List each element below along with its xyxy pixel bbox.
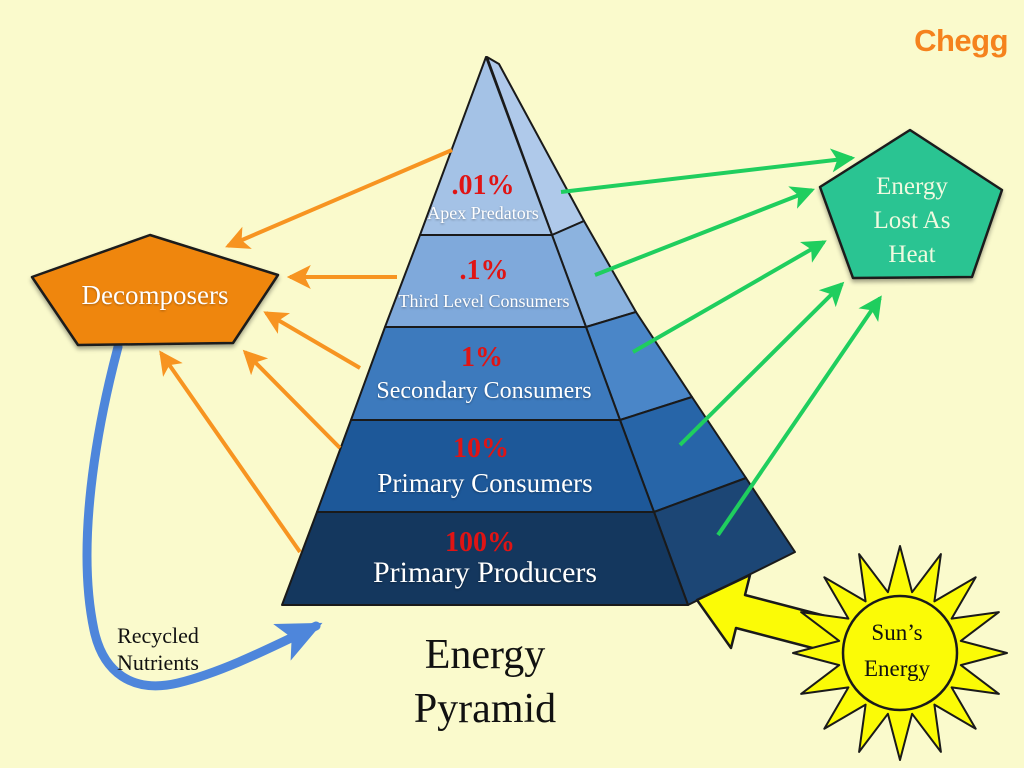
level-5-percent: 100% bbox=[445, 527, 515, 558]
heat-label-line1: Energy bbox=[876, 173, 948, 200]
heat-label-line2: Lost As bbox=[873, 207, 950, 234]
level-4-percent: 10% bbox=[453, 433, 509, 464]
recycled-line1: Recycled bbox=[117, 623, 199, 648]
level-4-label: Primary Consumers bbox=[377, 468, 592, 498]
decomposers-pentagon: Decomposers bbox=[30, 233, 280, 347]
diagram-title: Energy Pyramid bbox=[414, 632, 556, 732]
recycled-nutrients-caption: Recycled Nutrients bbox=[117, 623, 199, 675]
orange-arrow-level4 bbox=[242, 349, 342, 450]
heat-arrows bbox=[560, 148, 882, 537]
green-arrow-level4 bbox=[678, 281, 845, 447]
orange-arrow-level5 bbox=[159, 350, 302, 554]
sun-label-line2: Energy bbox=[864, 656, 931, 681]
green-arrow-level2 bbox=[594, 186, 815, 277]
level-2-percent: .1% bbox=[460, 255, 509, 286]
level-2-label: Third Level Consumers bbox=[399, 291, 570, 311]
title-line2: Pyramid bbox=[414, 686, 556, 732]
recycled-line2: Nutrients bbox=[117, 650, 199, 675]
recycled-nutrients-arrow bbox=[82, 342, 323, 691]
green-arrow-level3 bbox=[632, 240, 827, 354]
title-line1: Energy bbox=[425, 632, 546, 678]
orange-arrow-level1 bbox=[225, 148, 453, 249]
level-1-percent: .01% bbox=[452, 170, 515, 201]
chegg-logo: Chegg bbox=[914, 23, 1008, 58]
pyramid-front-faces bbox=[281, 56, 689, 606]
sun-disc bbox=[841, 594, 959, 712]
orange-arrow-level3 bbox=[263, 311, 362, 370]
level-3-label: Secondary Consumers bbox=[376, 378, 591, 404]
pyramid-side-faces bbox=[486, 56, 796, 606]
pyramid-labels: .01% Apex Predators .1% Third Level Cons… bbox=[373, 170, 597, 589]
sun-label-line1: Sun’s bbox=[871, 620, 922, 645]
decomposer-arrows bbox=[159, 148, 453, 554]
pyramid-level-3-front bbox=[350, 326, 621, 421]
level-3-percent: 1% bbox=[461, 342, 503, 373]
green-arrow-level1 bbox=[560, 148, 856, 194]
green-arrow-level5 bbox=[716, 295, 882, 537]
heat-label-line3: Heat bbox=[888, 241, 935, 268]
pyramid-level-5-front bbox=[281, 511, 689, 606]
level-5-label: Primary Producers bbox=[373, 556, 597, 589]
level-1-label: Apex Predators bbox=[427, 203, 538, 223]
suns-energy: Sun’s Energy bbox=[695, 545, 1008, 761]
decomposers-label: Decomposers bbox=[82, 280, 229, 310]
heat-shape bbox=[818, 128, 1004, 280]
heat-pentagon: Energy Lost As Heat bbox=[818, 128, 1004, 280]
decomposers-shape bbox=[30, 233, 280, 347]
